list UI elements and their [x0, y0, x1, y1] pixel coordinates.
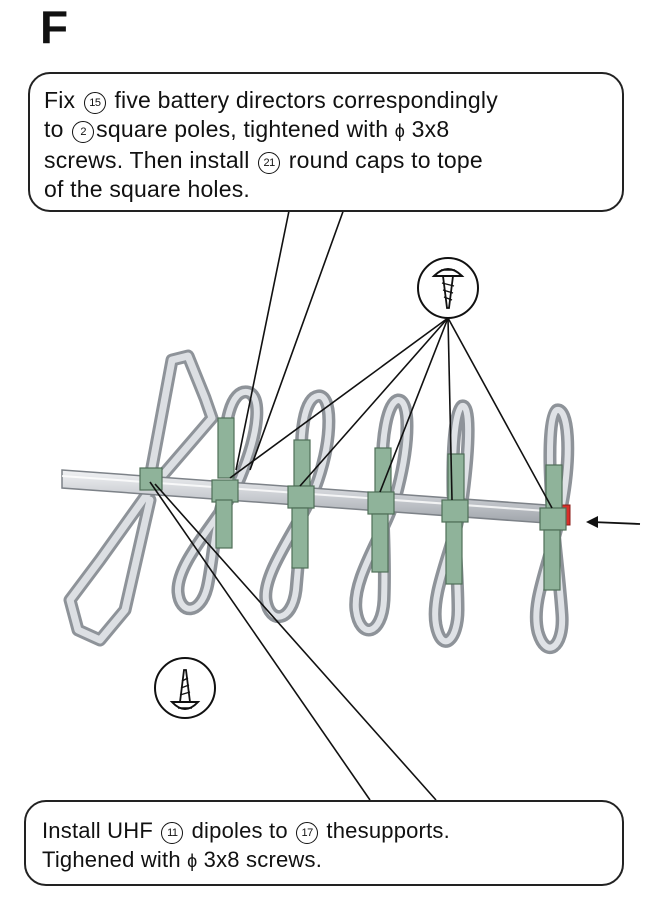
director-brackets — [139, 417, 567, 591]
text-fragment: five battery directors correspondingly — [107, 87, 498, 113]
instruction-callout-directors: Fix 15 five battery directors correspond… — [28, 72, 624, 212]
director-1 — [171, 385, 264, 616]
diameter-symbol: ϕ — [187, 851, 198, 871]
text-fragment: Install UHF — [42, 818, 160, 843]
text-fragment: Fix — [44, 87, 82, 113]
callout-text: Fix 15 five battery directors correspond… — [44, 86, 608, 204]
text-fragment: thesupports. — [320, 818, 450, 843]
uhf-dipole — [63, 349, 219, 647]
text-fragment: square poles, tightened with — [96, 116, 395, 142]
part-number-badge: 11 — [161, 822, 184, 844]
bracket-3 — [367, 447, 395, 573]
step-letter: F — [40, 1, 69, 53]
text-fragment: of the square holes. — [44, 176, 251, 202]
leader-lines — [149, 205, 553, 801]
part-number-badge: 15 — [83, 92, 106, 114]
part-number-badge: 17 — [296, 822, 319, 844]
part-number-badge: 21 — [258, 152, 281, 174]
text-fragment: screws. Then install — [44, 147, 257, 173]
director-4 — [428, 399, 475, 648]
screw-icon-top — [417, 257, 479, 319]
diameter-symbol: ϕ — [394, 121, 406, 141]
text-fragment: to — [44, 116, 71, 142]
text-fragment: 3x8 screws. — [197, 847, 323, 872]
bracket-5 — [539, 464, 567, 591]
part-number-badge: 2 — [72, 121, 95, 143]
bracket-2 — [287, 439, 315, 569]
text-fragment: 3x8 — [405, 116, 450, 142]
bracket-1 — [211, 417, 239, 549]
bracket-4 — [441, 453, 469, 585]
bracket-rear — [139, 467, 163, 491]
text-fragment: round caps to tope — [282, 147, 483, 173]
direction-arrow-icon — [586, 516, 641, 528]
text-fragment: dipoles to — [185, 818, 295, 843]
callout-text: Install UHF 11 dipoles to 17 thesupports… — [42, 816, 608, 876]
screw-icon-bottom — [154, 657, 216, 719]
instruction-callout-dipoles: Install UHF 11 dipoles to 17 thesupports… — [24, 800, 624, 886]
text-fragment: Tighened with — [42, 847, 188, 872]
